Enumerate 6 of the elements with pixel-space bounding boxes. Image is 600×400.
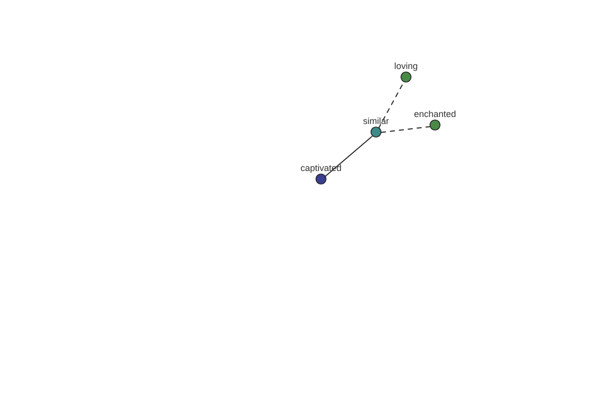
connector-line — [324, 136, 373, 178]
node-label: similar — [363, 116, 389, 126]
node-label: enchanted — [414, 109, 456, 119]
connector-line — [378, 82, 404, 130]
connector-line — [380, 126, 431, 133]
node-label: loving — [394, 61, 418, 71]
